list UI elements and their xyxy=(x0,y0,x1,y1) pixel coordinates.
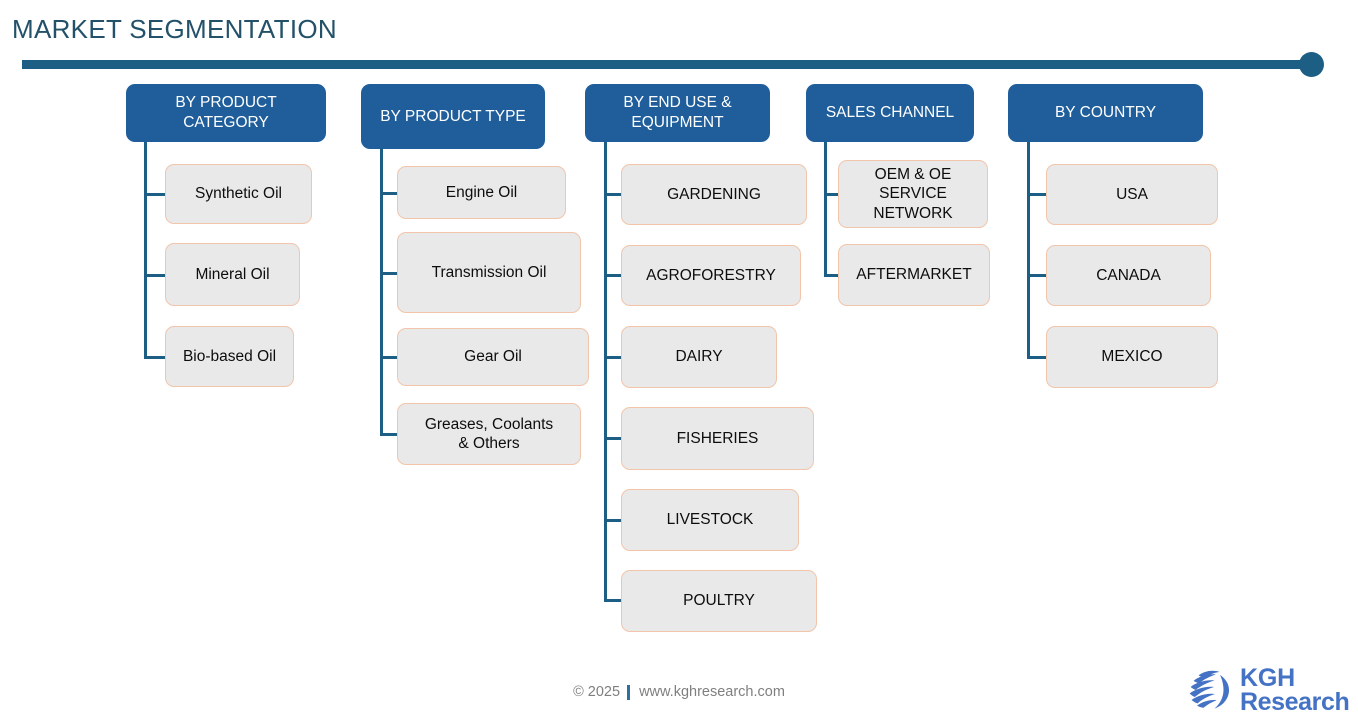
node-mineral-oil[interactable]: Mineral Oil xyxy=(165,243,300,306)
node-livestock[interactable]: LIVESTOCK xyxy=(621,489,799,551)
connector-branch xyxy=(144,193,166,196)
header-rule-end-dot-icon xyxy=(1299,52,1324,77)
header-rule xyxy=(22,60,1312,69)
connector-branch xyxy=(604,519,623,522)
connector-branch xyxy=(604,274,623,277)
kgh-research-logo: KGH Research xyxy=(1184,662,1350,718)
node-poultry[interactable]: POULTRY xyxy=(621,570,817,632)
connector-trunk xyxy=(144,142,147,357)
node-usa[interactable]: USA xyxy=(1046,164,1218,225)
node-gardening[interactable]: GARDENING xyxy=(621,164,807,225)
logo-line-1: KGH xyxy=(1240,663,1295,692)
connector-branch xyxy=(604,437,623,440)
column-header-by-end-use-equipment[interactable]: BY END USE & EQUIPMENT xyxy=(585,84,770,142)
column-header-by-product-category[interactable]: BY PRODUCT CATEGORY xyxy=(126,84,326,142)
node-canada[interactable]: CANADA xyxy=(1046,245,1211,306)
page-title: MARKET SEGMENTATION xyxy=(12,14,337,44)
connector-branch xyxy=(380,433,400,436)
node-engine-oil[interactable]: Engine Oil xyxy=(397,166,566,219)
connector-branch xyxy=(380,356,400,359)
node-gear-oil[interactable]: Gear Oil xyxy=(397,328,589,386)
connector-branch xyxy=(1027,356,1047,359)
logo-line-2: Research xyxy=(1240,688,1350,716)
footer-separator-icon xyxy=(627,684,631,700)
connector-branch xyxy=(604,193,624,196)
node-synthetic-oil[interactable]: Synthetic Oil xyxy=(165,164,312,224)
column-header-by-country[interactable]: BY COUNTRY xyxy=(1008,84,1203,142)
column-header-sales-channel[interactable]: SALES CHANNEL xyxy=(806,84,974,142)
footer-copyright: © 2025 xyxy=(573,684,621,700)
connector-branch xyxy=(1027,274,1047,277)
connector-branch xyxy=(1027,193,1047,196)
node-aftermarket[interactable]: AFTERMARKET xyxy=(838,244,990,306)
node-oem-oe-service-network[interactable]: OEM & OE SERVICE NETWORK xyxy=(838,160,988,228)
node-fisheries[interactable]: FISHERIES xyxy=(621,407,814,470)
connector-branch xyxy=(144,356,166,359)
node-transmission-oil[interactable]: Transmission Oil xyxy=(397,232,581,313)
footer-website-url[interactable]: www.kghresearch.com xyxy=(639,684,785,700)
connector-branch xyxy=(604,599,623,602)
node-bio-based-oil[interactable]: Bio-based Oil xyxy=(165,326,294,387)
node-agroforestry[interactable]: AGROFORESTRY xyxy=(621,245,801,306)
logo-wordmark: KGH Research xyxy=(1240,663,1350,716)
node-mexico[interactable]: MEXICO xyxy=(1046,326,1218,388)
node-greases-coolants-others[interactable]: Greases, Coolants & Others xyxy=(397,403,581,465)
connector-trunk xyxy=(380,149,383,434)
connector-branch xyxy=(380,192,400,195)
globe-swoosh-icon xyxy=(1189,670,1229,709)
connector-branch xyxy=(380,272,402,275)
connector-branch xyxy=(824,193,840,196)
connector-trunk xyxy=(824,142,827,275)
connector-trunk xyxy=(604,142,607,601)
connector-branch xyxy=(144,274,166,277)
column-header-by-product-type[interactable]: BY PRODUCT TYPE xyxy=(361,84,545,149)
connector-trunk xyxy=(1027,142,1030,357)
connector-branch xyxy=(824,274,840,277)
footer: © 2025 www.kghresearch.com xyxy=(0,684,1358,700)
connector-branch xyxy=(604,356,623,359)
node-dairy[interactable]: DAIRY xyxy=(621,326,777,388)
